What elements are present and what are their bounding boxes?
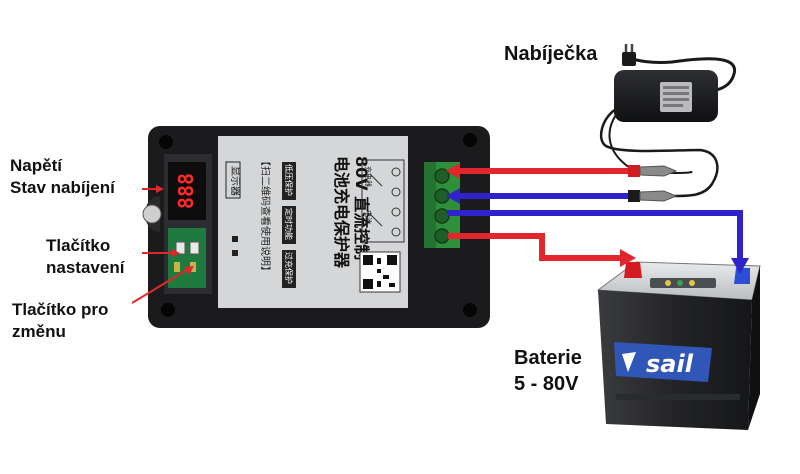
arrowhead-red [446,163,460,179]
battery: sail [596,261,761,430]
device-subtitle: 【扫二维码查看使用说明】 [259,156,272,276]
battery-side [748,266,760,430]
function-tag: 定时功能 [284,208,294,240]
seven-segment-display [168,162,206,220]
battery-positive-terminal [624,262,642,278]
arrowhead-blue [731,258,749,274]
label-change-button-line1: Tlačítko pro [12,300,109,319]
label-voltage: Napětí [10,156,62,175]
battery-brand-badge [614,342,712,382]
function-tags: 低压保护 定时功能 过充保护 [282,162,296,288]
label-charge-state: Stav nabíjení [10,178,115,197]
red-crocodile-clip [628,165,678,177]
battery-negative-terminal [734,268,750,284]
label-change-button-line2: změnu [12,322,66,341]
change-button[interactable] [189,241,200,255]
terminal-screw [434,168,450,184]
terminal-label-charger: 充电器 [364,166,373,187]
charger [599,44,736,202]
battery-brand: sail [646,350,694,378]
display-label: 显示器 [229,166,241,196]
charger-output-cord [599,106,719,198]
label-battery-line2: 5 - 80V [514,373,579,395]
terminal-screw [434,208,450,224]
terminal-screw [434,228,450,244]
display-readout: 888 [174,173,198,209]
wires [446,163,749,274]
callout-change-arrow [131,267,191,304]
label-charger: Nabíječka [504,43,598,65]
callout-arrows [131,185,194,304]
wire-battery-positive [448,233,624,261]
label-setup-button-line2: nastavení [46,258,125,277]
function-tag: 过充保护 [284,252,294,284]
qr-code [359,251,401,293]
wire-battery-negative [448,210,743,262]
terminal-schematic: 充电器 电池 [361,159,405,243]
label-setup-button-line1: Tlačítko [46,236,111,255]
charger-plug [622,44,636,66]
label-battery-line1: Baterie [514,347,582,369]
arrowhead-red [620,249,636,267]
arrowhead-blue [446,188,460,204]
controller-device: 888 80V 直流控制 电池充电保护器 【扫二维码查看使用说明】 显示器 低压… [142,126,490,328]
black-crocodile-clip [628,190,678,202]
device-title-line2: 电池充电保护器 [332,156,351,269]
setup-button[interactable] [175,241,186,255]
function-tag: 低压保护 [284,164,294,196]
terminal-label-battery: 电池 [364,210,373,224]
